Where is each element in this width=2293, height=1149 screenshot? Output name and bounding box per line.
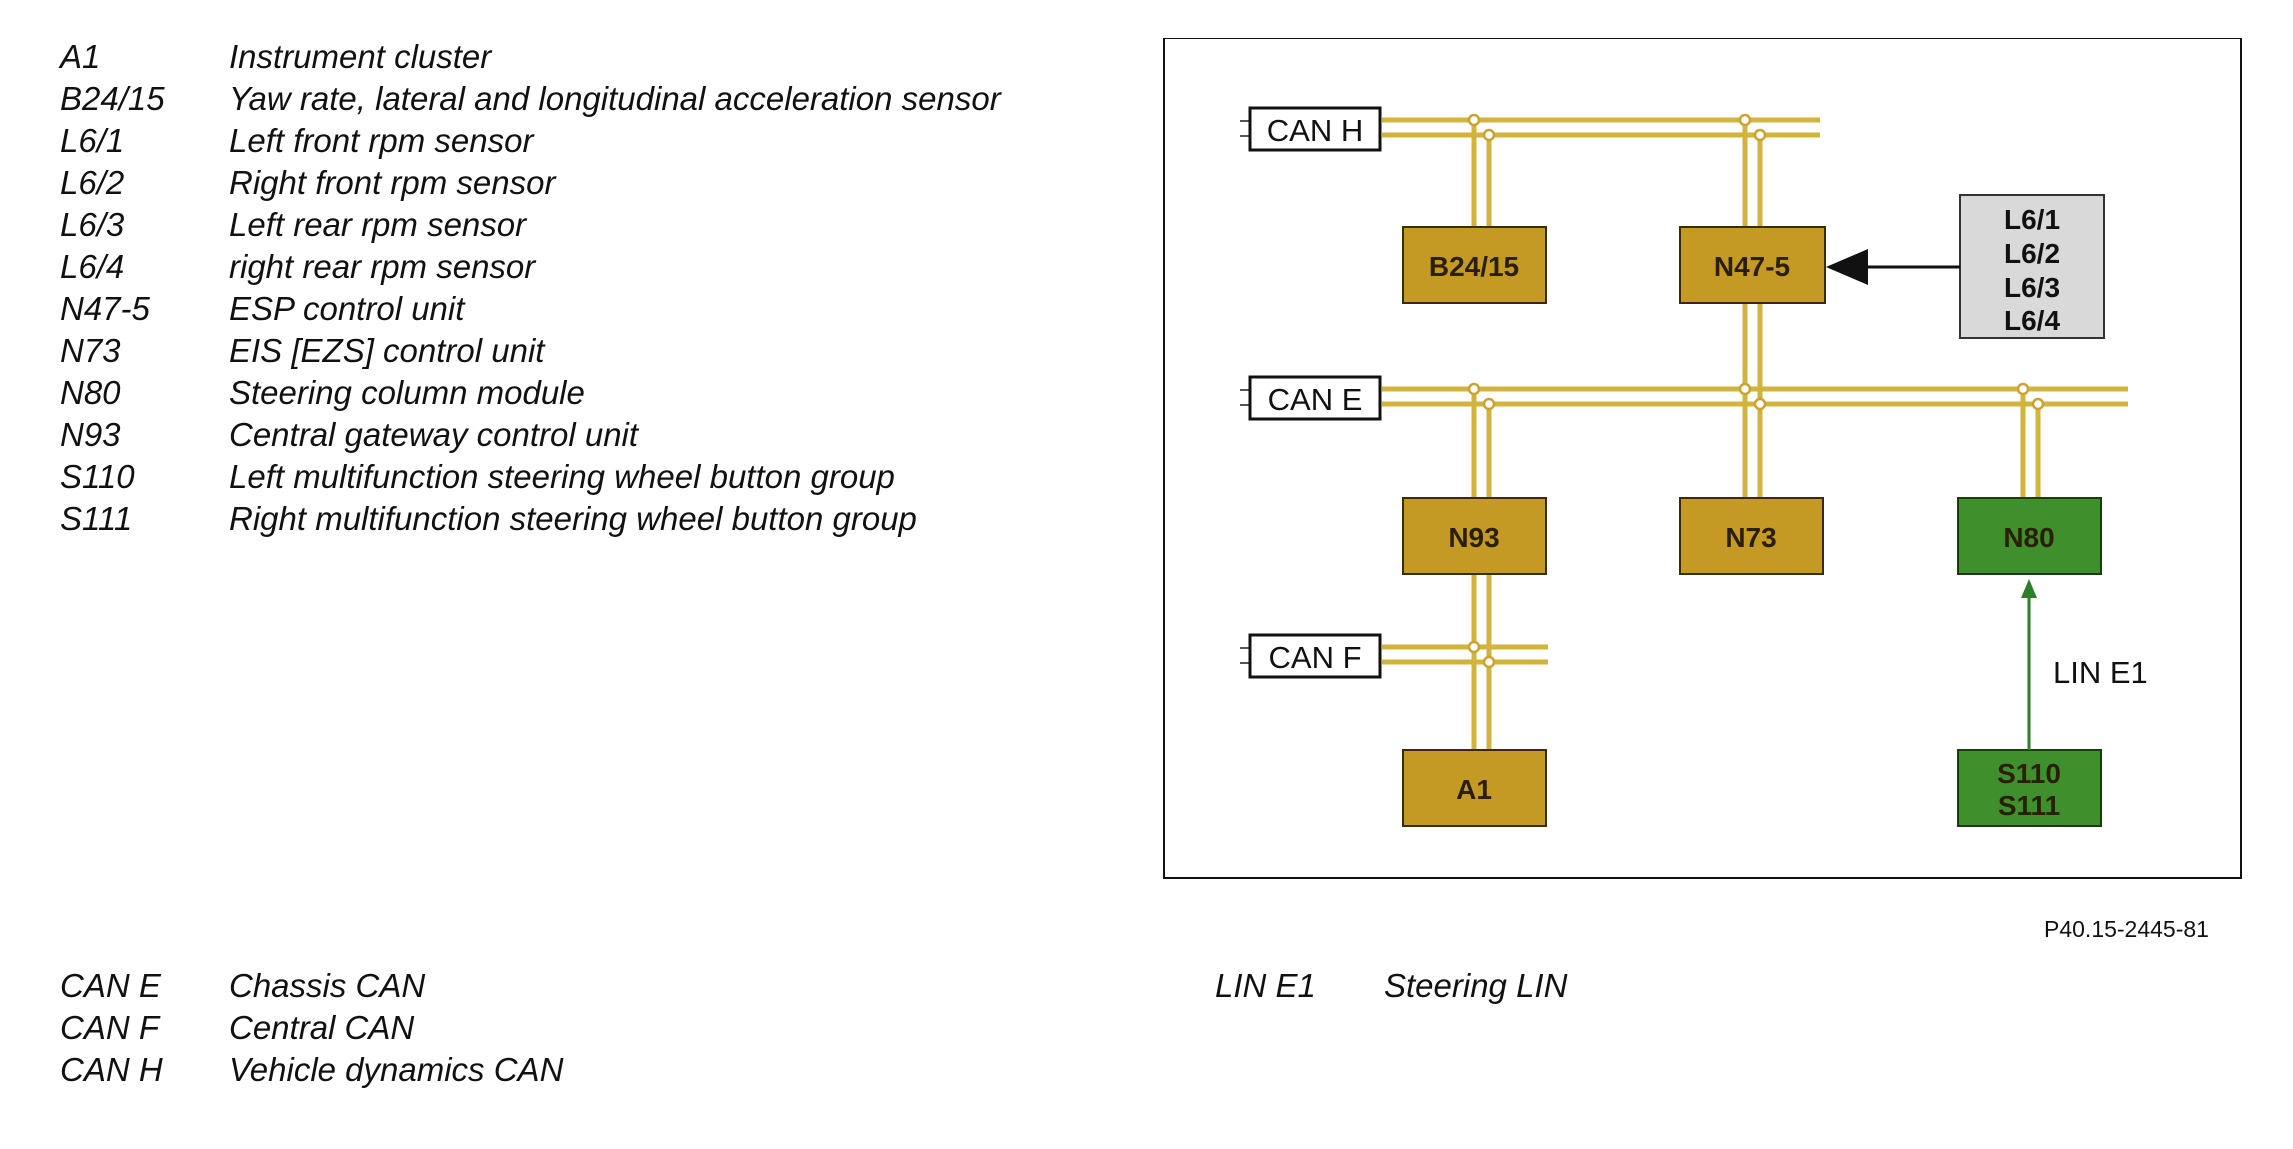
- component-legend-item-code: N73: [60, 332, 121, 369]
- can-e-bus: CAN E: [1240, 375, 2128, 421]
- svg-text:N47-5: N47-5: [1714, 251, 1790, 282]
- svg-text:B24/15: B24/15: [1429, 251, 1519, 282]
- component-legend-item: L6/3 Left rear rpm sensor: [60, 204, 1001, 246]
- component-legend-item-description: Left rear rpm sensor: [229, 206, 527, 243]
- lin-legend-item-code: LIN E1: [1215, 967, 1316, 1004]
- svg-text:N80: N80: [2003, 522, 2054, 553]
- component-legend-item-code: S111: [60, 500, 133, 537]
- block-rpm-sensors: L6/1 L6/2 L6/3 L6/4: [1959, 194, 2105, 339]
- component-legend-item-code: L6/1: [60, 122, 125, 159]
- block-a1: A1: [1402, 749, 1547, 827]
- svg-text:N93: N93: [1448, 522, 1499, 553]
- component-legend-item-description: Steering column module: [229, 374, 585, 411]
- lin-e1-label: LIN E1: [2053, 655, 2148, 690]
- lin-e1-link: LIN E1: [2021, 579, 2148, 750]
- svg-text:L6/2: L6/2: [2004, 238, 2060, 269]
- svg-text:S111: S111: [1998, 790, 2060, 821]
- component-legend-item: N73 EIS [EZS] control unit: [60, 330, 1001, 372]
- can-e-label-box: [1248, 375, 1382, 421]
- network-diagram: CAN H CAN E CAN F: [1163, 38, 2242, 879]
- component-legend-item-code: B24/15: [60, 80, 165, 117]
- component-legend-item: L6/4 right rear rpm sensor: [60, 246, 1001, 288]
- block-n93: N93: [1402, 497, 1547, 575]
- component-legend-item-code: N47-5: [60, 290, 150, 327]
- component-legend-item-code: L6/3: [60, 206, 125, 243]
- block-b24-15: B24/15: [1402, 226, 1547, 304]
- component-legend-item-code: L6/2: [60, 164, 125, 201]
- component-legend-item: N80 Steering column module: [60, 372, 1001, 414]
- component-legend-item-description: Right front rpm sensor: [229, 164, 556, 201]
- component-legend-item-code: S110: [60, 458, 135, 495]
- bus-legend-item-description: Central CAN: [229, 1009, 415, 1046]
- can-e-label: CAN E: [1268, 382, 1363, 417]
- component-legend-item-description: EIS [EZS] control unit: [229, 332, 545, 369]
- component-legend-item: L6/1 Left front rpm sensor: [60, 120, 1001, 162]
- component-legend-item-description: Instrument cluster: [229, 38, 492, 75]
- component-legend-item: N93 Central gateway control unit: [60, 414, 1001, 456]
- svg-text:L6/4: L6/4: [2004, 305, 2060, 336]
- junction-dots: [1467, 113, 2045, 669]
- bus-legend: CAN E Chassis CAN CAN F Central CAN CAN H Veh…: [60, 965, 563, 1091]
- bus-legend-item-code: CAN E: [60, 967, 161, 1004]
- component-legend-item-description: ESP control unit: [229, 290, 465, 327]
- component-legend-item: S110 Left multifunction steering wheel bu…: [60, 456, 1001, 498]
- component-legend-item: N47-5 ESP control unit: [60, 288, 1001, 330]
- component-legend-item-description: right rear rpm sensor: [229, 248, 536, 285]
- block-n80: N80: [1957, 497, 2102, 575]
- block-n47-5: N47-5: [1679, 226, 1826, 304]
- component-legend-item-description: Yaw rate, lateral and longitudinal accel…: [229, 80, 1001, 117]
- svg-text:A1: A1: [1456, 774, 1492, 805]
- bus-legend-item-description: Vehicle dynamics CAN: [229, 1051, 564, 1088]
- can-f-label: CAN F: [1269, 640, 1362, 675]
- can-f-label-box: [1248, 633, 1382, 679]
- can-connections: [1471, 120, 2041, 750]
- can-h-label-box: [1248, 106, 1382, 152]
- component-legend-item: L6/2 Right front rpm sensor: [60, 162, 1001, 204]
- lin-legend-item: LIN E1 Steering LIN: [1215, 965, 1567, 1007]
- svg-text:S110: S110: [1997, 758, 2061, 789]
- component-legend-item-description: Right multifunction steering wheel butto…: [229, 500, 917, 537]
- can-h-label: CAN H: [1267, 113, 1363, 148]
- diagram-frame: [1163, 38, 2242, 879]
- svg-text:N73: N73: [1725, 522, 1776, 553]
- svg-text:L6/1: L6/1: [2004, 204, 2060, 235]
- can-h-bus: CAN H: [1240, 106, 1820, 152]
- block-s110-s111: S110 S111: [1957, 749, 2102, 827]
- component-legend-item-description: Left front rpm sensor: [229, 122, 534, 159]
- bus-legend-item: CAN F Central CAN: [60, 1007, 563, 1049]
- block-n73: N73: [1679, 497, 1824, 575]
- lin-legend-item-description: Steering LIN: [1384, 967, 1568, 1004]
- component-legend-item-description: Central gateway control unit: [229, 416, 639, 453]
- bus-legend-item: CAN E Chassis CAN: [60, 965, 563, 1007]
- can-f-bus: CAN F: [1240, 633, 1548, 679]
- component-legend-item-description: Left multifunction steering wheel button…: [229, 458, 895, 495]
- component-legend-item: A1 Instrument cluster: [60, 36, 1001, 78]
- component-legend-item-code: N93: [60, 416, 121, 453]
- component-legend-item: B24/15 Yaw rate, lateral and longitudinal…: [60, 78, 1001, 120]
- lin-arrow-head: [2021, 579, 2037, 598]
- bus-legend-item-code: CAN F: [60, 1009, 159, 1046]
- bus-legend-item-description: Chassis CAN: [229, 967, 426, 1004]
- component-legend-item-code: L6/4: [60, 248, 125, 285]
- component-legend-item-code: A1: [60, 38, 101, 75]
- lin-legend: LIN E1 Steering LIN: [1215, 965, 1567, 1007]
- figure-code: P40.15-2445-81: [2044, 916, 2209, 942]
- svg-text:L6/3: L6/3: [2004, 272, 2060, 303]
- bus-legend-item: CAN H Vehicle dynamics CAN: [60, 1049, 563, 1091]
- bus-legend-item-code: CAN H: [60, 1051, 163, 1088]
- component-legend-item-code: N80: [60, 374, 121, 411]
- component-legend-item: S111 Right multifunction steering wheel b…: [60, 498, 1001, 540]
